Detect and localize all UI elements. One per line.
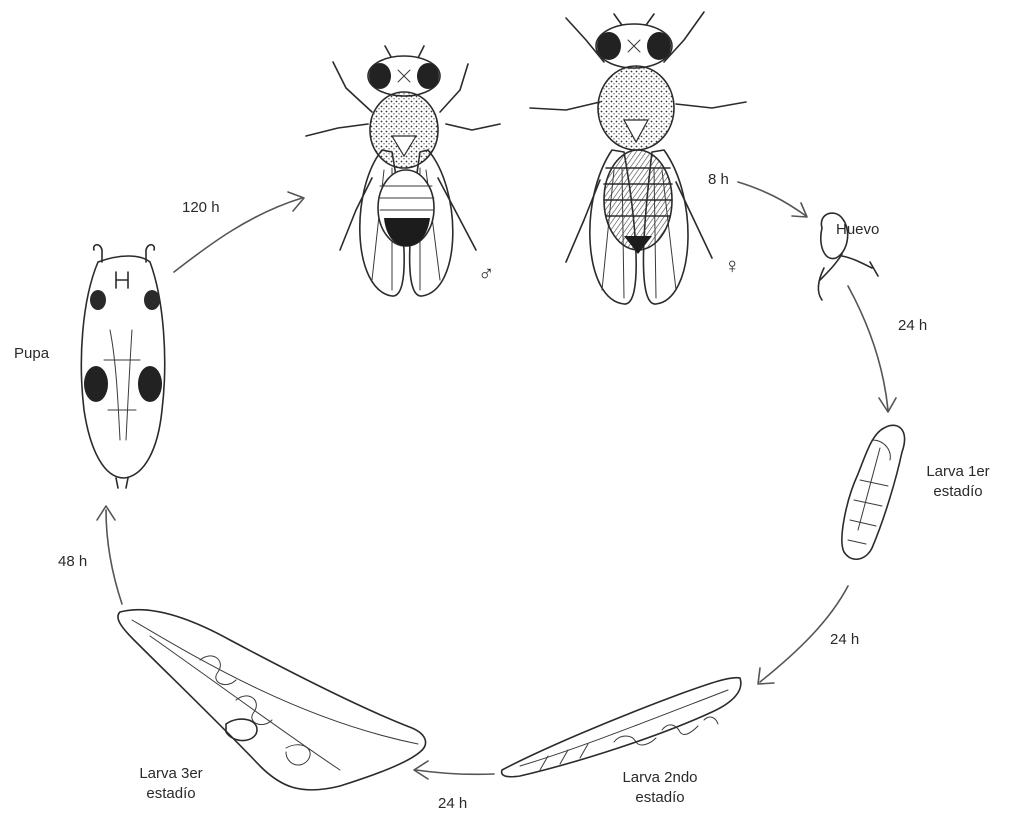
pupa [81, 245, 164, 488]
arrow-to-larva3 [416, 770, 494, 774]
label-pupa: Pupa [14, 344, 49, 364]
duration-pupa-to-adult: 120 h [182, 198, 220, 218]
label-larva3: Larva 3er estadío [124, 764, 218, 804]
label-larva2: Larva 2ndo estadío [610, 768, 710, 808]
label-larva1-line2: estadío [910, 482, 1006, 502]
duration-larva3-to-pupa: 48 h [58, 552, 87, 572]
label-larva1: Larva 1er estadío [910, 462, 1006, 502]
label-larva3-line2: estadío [124, 784, 218, 804]
duration-larva2-to-larva3: 24 h [438, 794, 467, 814]
label-larva2-line1: Larva 2ndo [610, 768, 710, 788]
duration-female-to-egg: 8 h [708, 170, 729, 190]
arrow-to-egg [738, 182, 806, 216]
duration-larva1-to-larva2: 24 h [830, 630, 859, 650]
arrow-to-larva1 [848, 286, 888, 410]
female-fly [530, 12, 746, 304]
duration-egg-to-larva1: 24 h [898, 316, 927, 336]
label-larva2-line2: estadío [610, 788, 710, 808]
larva-2 [502, 678, 741, 777]
label-larva1-line1: Larva 1er [910, 462, 1006, 482]
larva-3 [118, 610, 426, 790]
label-huevo: Huevo [836, 220, 879, 240]
larva-1 [842, 425, 905, 559]
female-symbol: ♀ [724, 256, 741, 276]
arrow-to-pupa [106, 510, 122, 604]
male-fly [306, 46, 500, 296]
label-larva3-line1: Larva 3er [124, 764, 218, 784]
male-symbol: ♂ [478, 264, 495, 284]
cycle-arrows [97, 182, 896, 779]
